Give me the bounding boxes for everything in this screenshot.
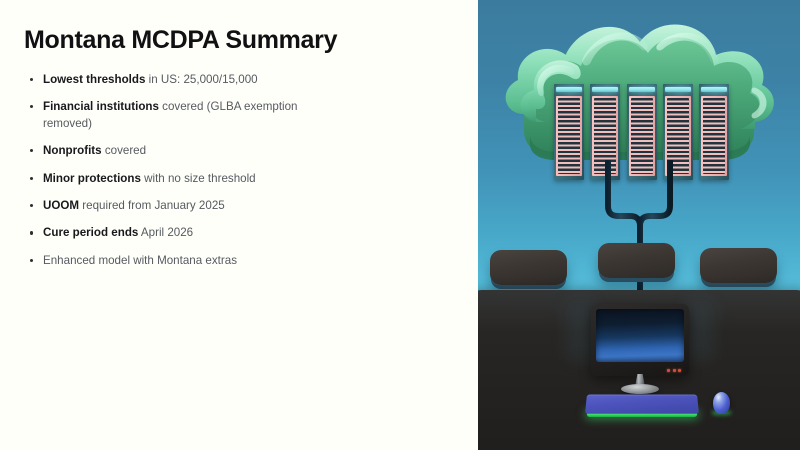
bullet-lead: Minor protections	[43, 171, 141, 185]
bullet-rest: Enhanced model with Montana extras	[43, 253, 237, 267]
bullet-rest: in US: 25,000/15,000	[145, 72, 258, 86]
server-rack-face	[701, 96, 727, 176]
monitor-led	[672, 369, 676, 372]
bullet-lead: Lowest thresholds	[43, 72, 146, 86]
list-item: Lowest thresholds in US: 25,000/15,000	[24, 72, 343, 88]
server-rack-face	[628, 96, 655, 176]
monitor-screen	[596, 309, 684, 362]
floating-pad	[490, 250, 567, 285]
keyboard	[585, 394, 699, 414]
illustration-panel	[478, 0, 800, 450]
content-panel: Montana MCDPA Summary Lowest thresholds …	[24, 26, 452, 270]
server-rack-group	[554, 84, 729, 180]
server-rack	[699, 84, 729, 180]
list-item: Nonprofits covered	[24, 143, 343, 159]
list-item: Cure period ends April 2026	[24, 225, 343, 241]
bullet-lead: Cure period ends	[43, 226, 139, 240]
computer-mouse	[713, 392, 730, 414]
bullet-rest: with no size threshold	[140, 171, 256, 185]
bullet-rest: covered (GLBA exemption removed)	[43, 100, 298, 130]
cable-group	[478, 160, 800, 310]
bullet-lead: Financial institutions	[43, 100, 159, 114]
page-title: Montana MCDPA Summary	[24, 26, 338, 54]
server-status-light	[664, 87, 691, 92]
ambient-glow	[684, 300, 714, 360]
bullet-rest: April 2026	[138, 226, 194, 240]
bullet-lead: UOOM	[43, 199, 80, 213]
server-slots	[703, 98, 725, 174]
server-status-light	[592, 87, 619, 92]
server-slots	[594, 98, 617, 174]
server-rack	[554, 84, 584, 180]
floating-pad	[700, 248, 777, 283]
server-slots	[666, 98, 689, 174]
bullet-rest: required from January 2025	[79, 199, 225, 213]
monitor-led	[667, 369, 670, 372]
monitor-led	[678, 369, 681, 372]
server-rack-face	[556, 96, 582, 176]
server-rack-face	[664, 96, 691, 176]
list-item: Enhanced model with Montana extras	[24, 253, 343, 269]
monitor-stand-base	[621, 384, 659, 394]
server-status-light	[556, 87, 582, 92]
floating-pad	[598, 243, 675, 278]
server-slots	[558, 98, 580, 174]
bullet-rest: covered	[101, 144, 147, 158]
server-status-light	[701, 87, 727, 92]
list-item: UOOM required from January 2025	[24, 198, 343, 214]
server-status-light	[628, 87, 655, 92]
list-item: Financial institutions covered (GLBA exe…	[24, 99, 343, 132]
monitor-stand-neck	[635, 374, 645, 387]
bullet-lead: Nonprofits	[43, 144, 102, 158]
monitor-led-group	[667, 369, 681, 372]
list-item: Minor protections with no size threshold	[24, 171, 343, 187]
server-slots	[630, 98, 653, 174]
bullet-list: Lowest thresholds in US: 25,000/15,000 F…	[24, 72, 452, 270]
computer-monitor	[591, 304, 689, 394]
keyboard-glow	[587, 412, 697, 417]
